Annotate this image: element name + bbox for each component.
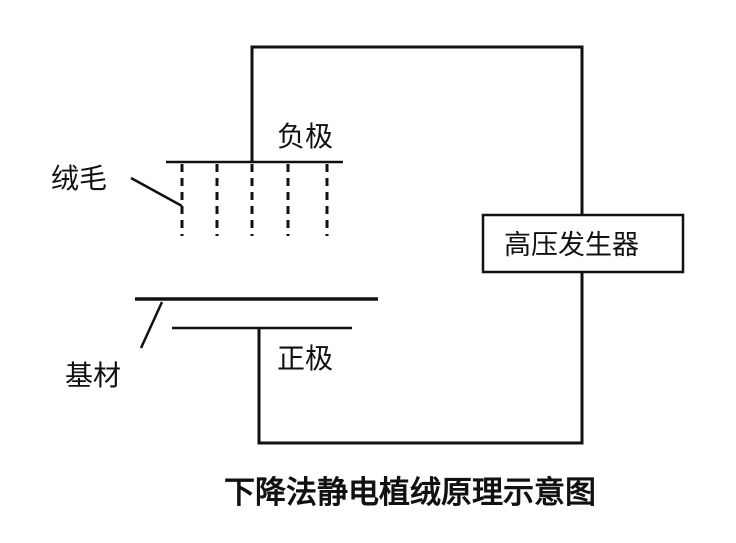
diagram-caption: 下降法静电植绒原理示意图 [224, 475, 596, 511]
negative-electrode-label: 负极 [277, 120, 333, 153]
substrate-label: 基材 [65, 359, 121, 392]
wire-bottom [257, 272, 584, 445]
high-voltage-generator-box [481, 213, 685, 274]
flock-pointer [130, 176, 183, 208]
flock-label: 绒毛 [51, 162, 107, 195]
high-voltage-generator-label: 高压发生器 [504, 230, 639, 261]
substrate-pointer [139, 301, 164, 349]
wire-top [250, 45, 584, 215]
positive-electrode-label: 正极 [277, 342, 333, 375]
flock-fibers [180, 164, 329, 236]
